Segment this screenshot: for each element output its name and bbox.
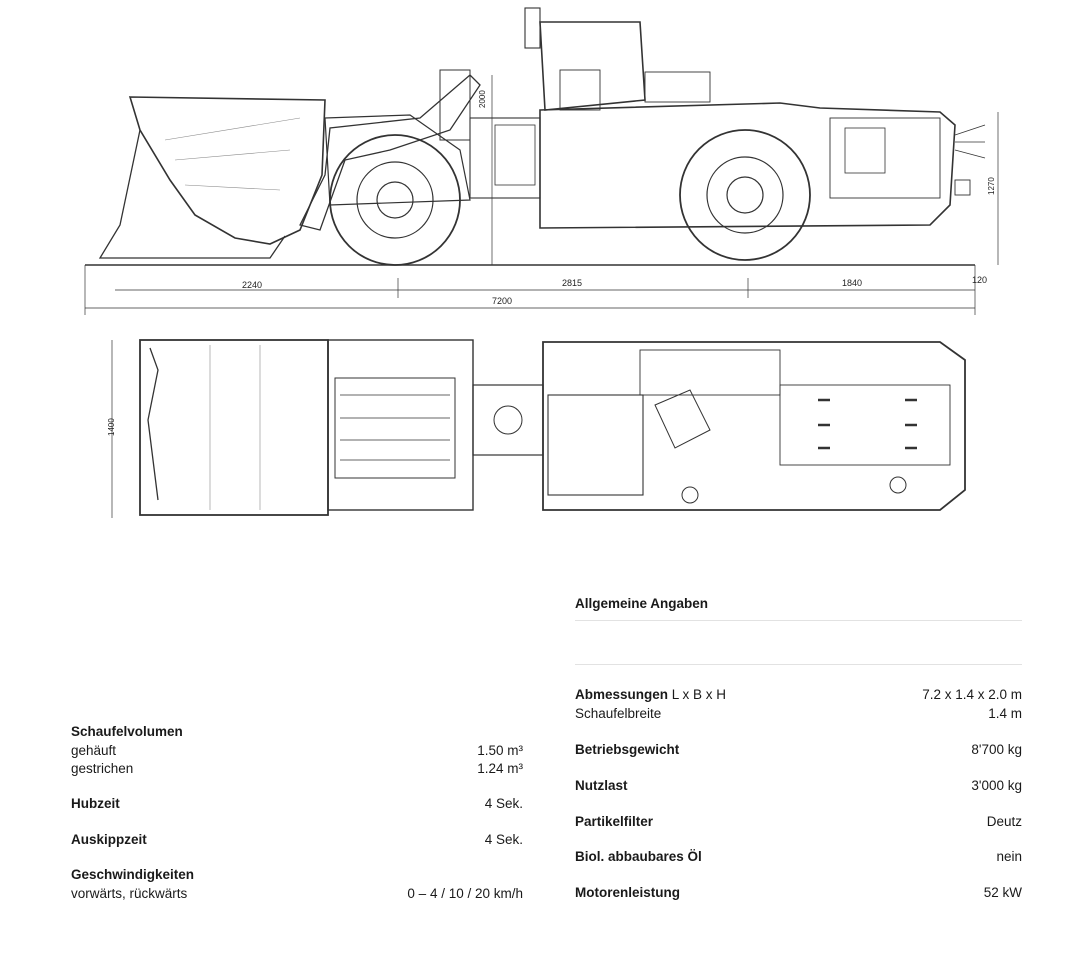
faint-divider (575, 664, 1022, 665)
dim-width: 1400 (107, 418, 116, 436)
spec-bucket-width-value: 1.4 m (988, 706, 1022, 721)
loader-side-view: 2000 1270 2240 2815 1840 7200 120 (84, 7, 999, 315)
spec-bucket-heaped-value: 1.50 m³ (477, 743, 523, 758)
loader-top-view: 1400 (107, 339, 966, 518)
faint-divider (575, 620, 1022, 621)
specs-right: Allgemeine Angaben Abmessungen L x B x H… (575, 596, 1022, 906)
dim-height: 2000 (478, 90, 487, 108)
spec-payload-title: Nutzlast (575, 778, 628, 793)
spec-bucket-volume: Schaufelvolumen (71, 724, 523, 739)
spec-bucket-width: Schaufelbreite 1.4 m (575, 706, 1022, 721)
spec-speeds-detail: vorwärts, rückwärts 0 – 4 / 10 / 20 km/h (71, 886, 523, 901)
spec-dimensions-title: Abmessungen (575, 687, 669, 702)
spec-engine-power: Motorenleistung 52 kW (575, 885, 1022, 900)
dim-rear-section: 1840 (842, 278, 862, 288)
spec-bucket-struck-label: gestrichen (71, 761, 134, 776)
spec-payload: Nutzlast 3'000 kg (575, 778, 1022, 793)
dim-wheelbase: 2815 (562, 278, 582, 288)
spec-bucket-volume-title: Schaufelvolumen (71, 724, 183, 739)
spec-bucket-width-label: Schaufelbreite (575, 706, 662, 721)
spec-lift-time: Hubzeit 4 Sek. (71, 796, 523, 811)
spec-bucket-heaped-label: gehäuft (71, 743, 117, 758)
spec-payload-value: 3'000 kg (971, 778, 1022, 793)
spec-dimensions-suffix: L x B x H (671, 687, 727, 702)
spec-engine-power-value: 52 kW (983, 885, 1022, 900)
spec-bucket-struck-value: 1.24 m³ (477, 761, 523, 776)
spec-dimensions-value: 7.2 x 1.4 x 2.0 m (922, 687, 1022, 702)
spec-particle-filter: Partikelfilter Deutz (575, 814, 1022, 829)
spec-speeds: Geschwindigkeiten (71, 867, 523, 882)
dim-bucket-section: 2240 (242, 280, 262, 290)
spec-engine-power-title: Motorenleistung (575, 885, 680, 900)
spec-particle-filter-value: Deutz (986, 814, 1022, 829)
spec-lift-time-title: Hubzeit (71, 796, 120, 811)
spec-operating-weight-title: Betriebsgewicht (575, 742, 680, 757)
spec-speeds-title: Geschwindigkeiten (71, 867, 195, 882)
spec-bucket-heaped: gehäuft 1.50 m³ (71, 743, 523, 758)
spec-dimensions: Abmessungen L x B x H 7.2 x 1.4 x 2.0 m (575, 687, 1022, 702)
spec-speeds-label: vorwärts, rückwärts (71, 886, 188, 901)
spec-dump-time-title: Auskippzeit (71, 832, 147, 847)
spec-operating-weight-value: 8'700 kg (971, 742, 1022, 757)
dim-ground-clearance: 120 (972, 275, 987, 285)
dim-rear-height: 1270 (987, 177, 996, 195)
spec-bio-oil-title: Biol. abbaubares Öl (575, 849, 702, 864)
technical-drawing: 2000 1270 2240 2815 1840 7200 120 1400 (84, 7, 999, 518)
spec-bio-oil: Biol. abbaubares Öl nein (575, 849, 1022, 864)
spec-particle-filter-title: Partikelfilter (575, 814, 654, 829)
spec-speeds-value: 0 – 4 / 10 / 20 km/h (407, 886, 523, 901)
dim-overall-length: 7200 (492, 296, 512, 306)
spec-bucket-struck: gestrichen 1.24 m³ (71, 761, 523, 776)
spec-dump-time: Auskippzeit 4 Sek. (71, 832, 523, 847)
spec-operating-weight: Betriebsgewicht 8'700 kg (575, 742, 1022, 757)
specs-left: Schaufelvolumen gehäuft 1.50 m³ gestrich… (71, 724, 523, 914)
spec-dump-time-value: 4 Sek. (484, 832, 523, 847)
specs-right-header: Allgemeine Angaben (575, 596, 709, 611)
spec-lift-time-value: 4 Sek. (484, 796, 523, 811)
spec-bio-oil-value: nein (996, 849, 1022, 864)
